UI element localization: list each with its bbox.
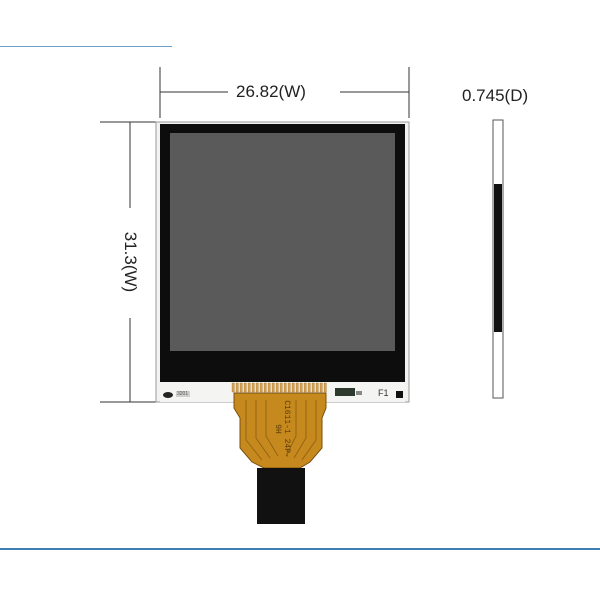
width-dimension	[159, 67, 410, 118]
height-dimension	[100, 121, 156, 403]
corner-code-label: 3201	[177, 391, 189, 397]
panel-id-label: F1	[378, 388, 389, 398]
height-label: 31.3(W)	[121, 231, 140, 293]
flex-connector	[257, 468, 305, 524]
depth-label: 0.745(D)	[462, 86, 529, 105]
flex-cable	[233, 392, 327, 524]
width-label: 26.82(W)	[236, 82, 306, 101]
lcd-module	[155, 121, 410, 403]
bottom-accent-line	[0, 548, 600, 550]
top-accent-line	[0, 46, 172, 47]
flex-marking-text: C1611-1 24P-9H	[273, 400, 291, 458]
depth-side-view	[492, 119, 504, 399]
